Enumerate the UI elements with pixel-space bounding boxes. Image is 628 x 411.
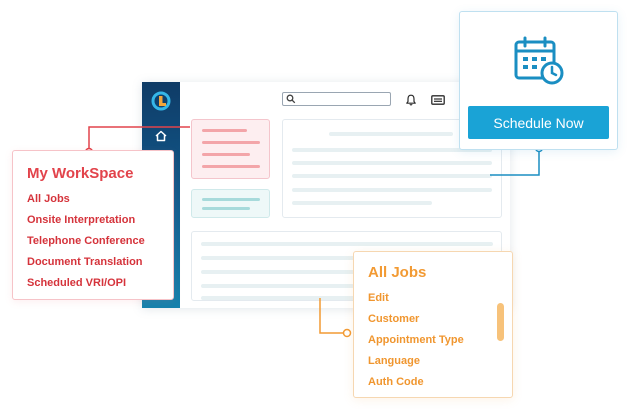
logo-icon[interactable] xyxy=(150,90,172,112)
jobs-item[interactable]: Customer xyxy=(368,313,420,325)
scrollbar-thumb[interactable] xyxy=(497,303,504,341)
workspace-item[interactable]: Telephone Conference xyxy=(27,235,145,247)
calendar-clock-icon xyxy=(514,36,564,85)
workspace-item[interactable]: All Jobs xyxy=(27,193,70,205)
search-input[interactable] xyxy=(282,92,391,106)
workspace-panel xyxy=(12,150,174,300)
jobs-item[interactable]: Edit xyxy=(368,292,389,304)
schedule-now-button[interactable]: Schedule Now xyxy=(468,106,609,139)
all-jobs-title: All Jobs xyxy=(368,264,427,281)
bell-icon[interactable] xyxy=(405,94,417,106)
placeholder-card-teal xyxy=(191,189,270,218)
jobs-item[interactable]: Appointment Type xyxy=(368,334,464,346)
jobs-item[interactable]: Auth Code xyxy=(368,376,424,388)
home-icon[interactable] xyxy=(155,130,167,142)
jobs-item[interactable]: Language xyxy=(368,355,420,367)
workspace-item[interactable]: Document Translation xyxy=(27,256,143,268)
all-jobs-panel xyxy=(353,251,513,398)
workspace-title: My WorkSpace xyxy=(27,165,134,182)
id-card-icon[interactable] xyxy=(431,95,445,105)
workspace-item[interactable]: Scheduled VRI/OPI xyxy=(27,277,127,289)
search-icon xyxy=(286,94,296,104)
workspace-item[interactable]: Onsite Interpretation xyxy=(27,214,136,226)
placeholder-card-pink xyxy=(191,119,270,179)
